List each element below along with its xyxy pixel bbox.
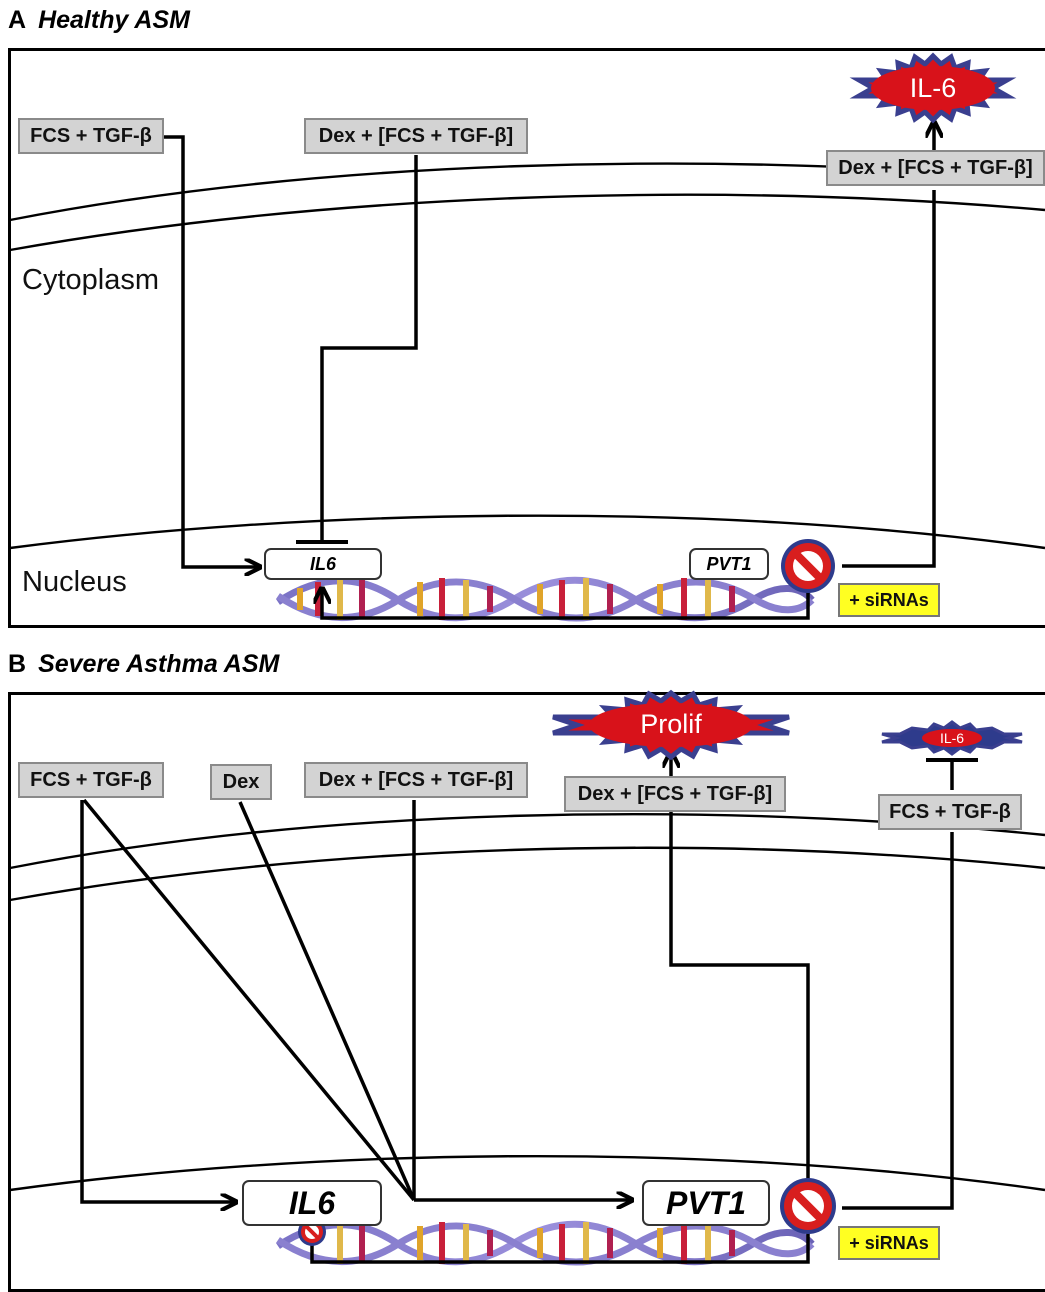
- panel-b-name: Severe Asthma ASM: [38, 650, 280, 678]
- panel-b-pvt1-gene: PVT1: [642, 1180, 770, 1226]
- panel-b-sirna-label: + siRNAs: [838, 1226, 940, 1260]
- panel-b-fcs-diagonal: [82, 798, 416, 1202]
- panel-b-title: B Severe Asthma ASM: [8, 650, 279, 679]
- panel-b-pvt1-loop: [310, 1232, 810, 1264]
- panel-a-nucleus-label: Nucleus: [22, 566, 127, 598]
- panel-a-prohibition-icon: [781, 539, 835, 593]
- panel-b-fcs-tgf-right-box: FCS + TGF-β: [878, 794, 1022, 830]
- panel-a-il6-gene: IL6: [264, 548, 382, 580]
- panel-a-il6-burst-label: IL-6: [909, 73, 957, 103]
- panel-a-il6-burst: [849, 52, 1017, 124]
- panel-b-il6-burst: [881, 720, 1023, 756]
- panel-a-frame: [8, 48, 1045, 628]
- panel-b-fcs-arrow: [80, 800, 236, 1202]
- panel-b-nuclear-membrane: [9, 1154, 1045, 1192]
- panel-a-title: A Healthy ASM: [8, 6, 190, 35]
- panel-a-pvt1-gene: PVT1: [689, 548, 769, 580]
- panel-b-dex-fcs-tgf-prolif-box: Dex + [FCS + TGF-β]: [564, 776, 786, 812]
- panel-b-dex-box: Dex: [210, 764, 272, 800]
- panel-b-il6-burst-label: IL-6: [939, 730, 965, 746]
- panel-a-letter: A: [8, 6, 27, 34]
- panel-a-dex-inhibit-line: [320, 155, 418, 541]
- panel-b-dex-fcs-tgf-box: Dex + [FCS + TGF-β]: [304, 762, 528, 798]
- panel-a-name: Healthy ASM: [38, 6, 190, 34]
- panel-a-cytoplasm-label: Cytoplasm: [22, 264, 159, 296]
- panel-a-outer-membrane-bottom: [9, 193, 1045, 252]
- panel-b-letter: B: [8, 650, 27, 678]
- panel-b-prohibition-icon: [780, 1178, 836, 1234]
- panel-b-il6-gene: IL6: [242, 1180, 382, 1226]
- panel-a-nuclear-membrane: [9, 514, 1045, 550]
- panel-a-fcs-arrow: [164, 135, 260, 567]
- panel-a-sirna-label: + siRNAs: [838, 583, 940, 617]
- panel-b-fcs-tgf-box: FCS + TGF-β: [18, 762, 164, 798]
- panel-a-fcs-tgf-box: FCS + TGF-β: [18, 118, 164, 154]
- panel-a-dex-fcs-tgf-right-box: Dex + [FCS + TGF-β]: [826, 150, 1045, 186]
- panel-b-outer-membrane-bottom: [9, 846, 1045, 902]
- panel-a-dex-fcs-tgf-box: Dex + [FCS + TGF-β]: [304, 118, 528, 154]
- panel-b-prolif-line: [669, 812, 810, 1180]
- panel-b-prolif-burst: [552, 689, 790, 761]
- panel-b-right-line: [842, 832, 954, 1210]
- panel-b-dna-icon: [276, 1220, 815, 1266]
- panel-a-right-line: [842, 190, 936, 568]
- panel-b-dex-diagonal: [238, 801, 416, 1201]
- panel-a-pvt1-loop: [322, 588, 810, 620]
- panel-b-prolif-burst-label: Prolif: [640, 709, 702, 739]
